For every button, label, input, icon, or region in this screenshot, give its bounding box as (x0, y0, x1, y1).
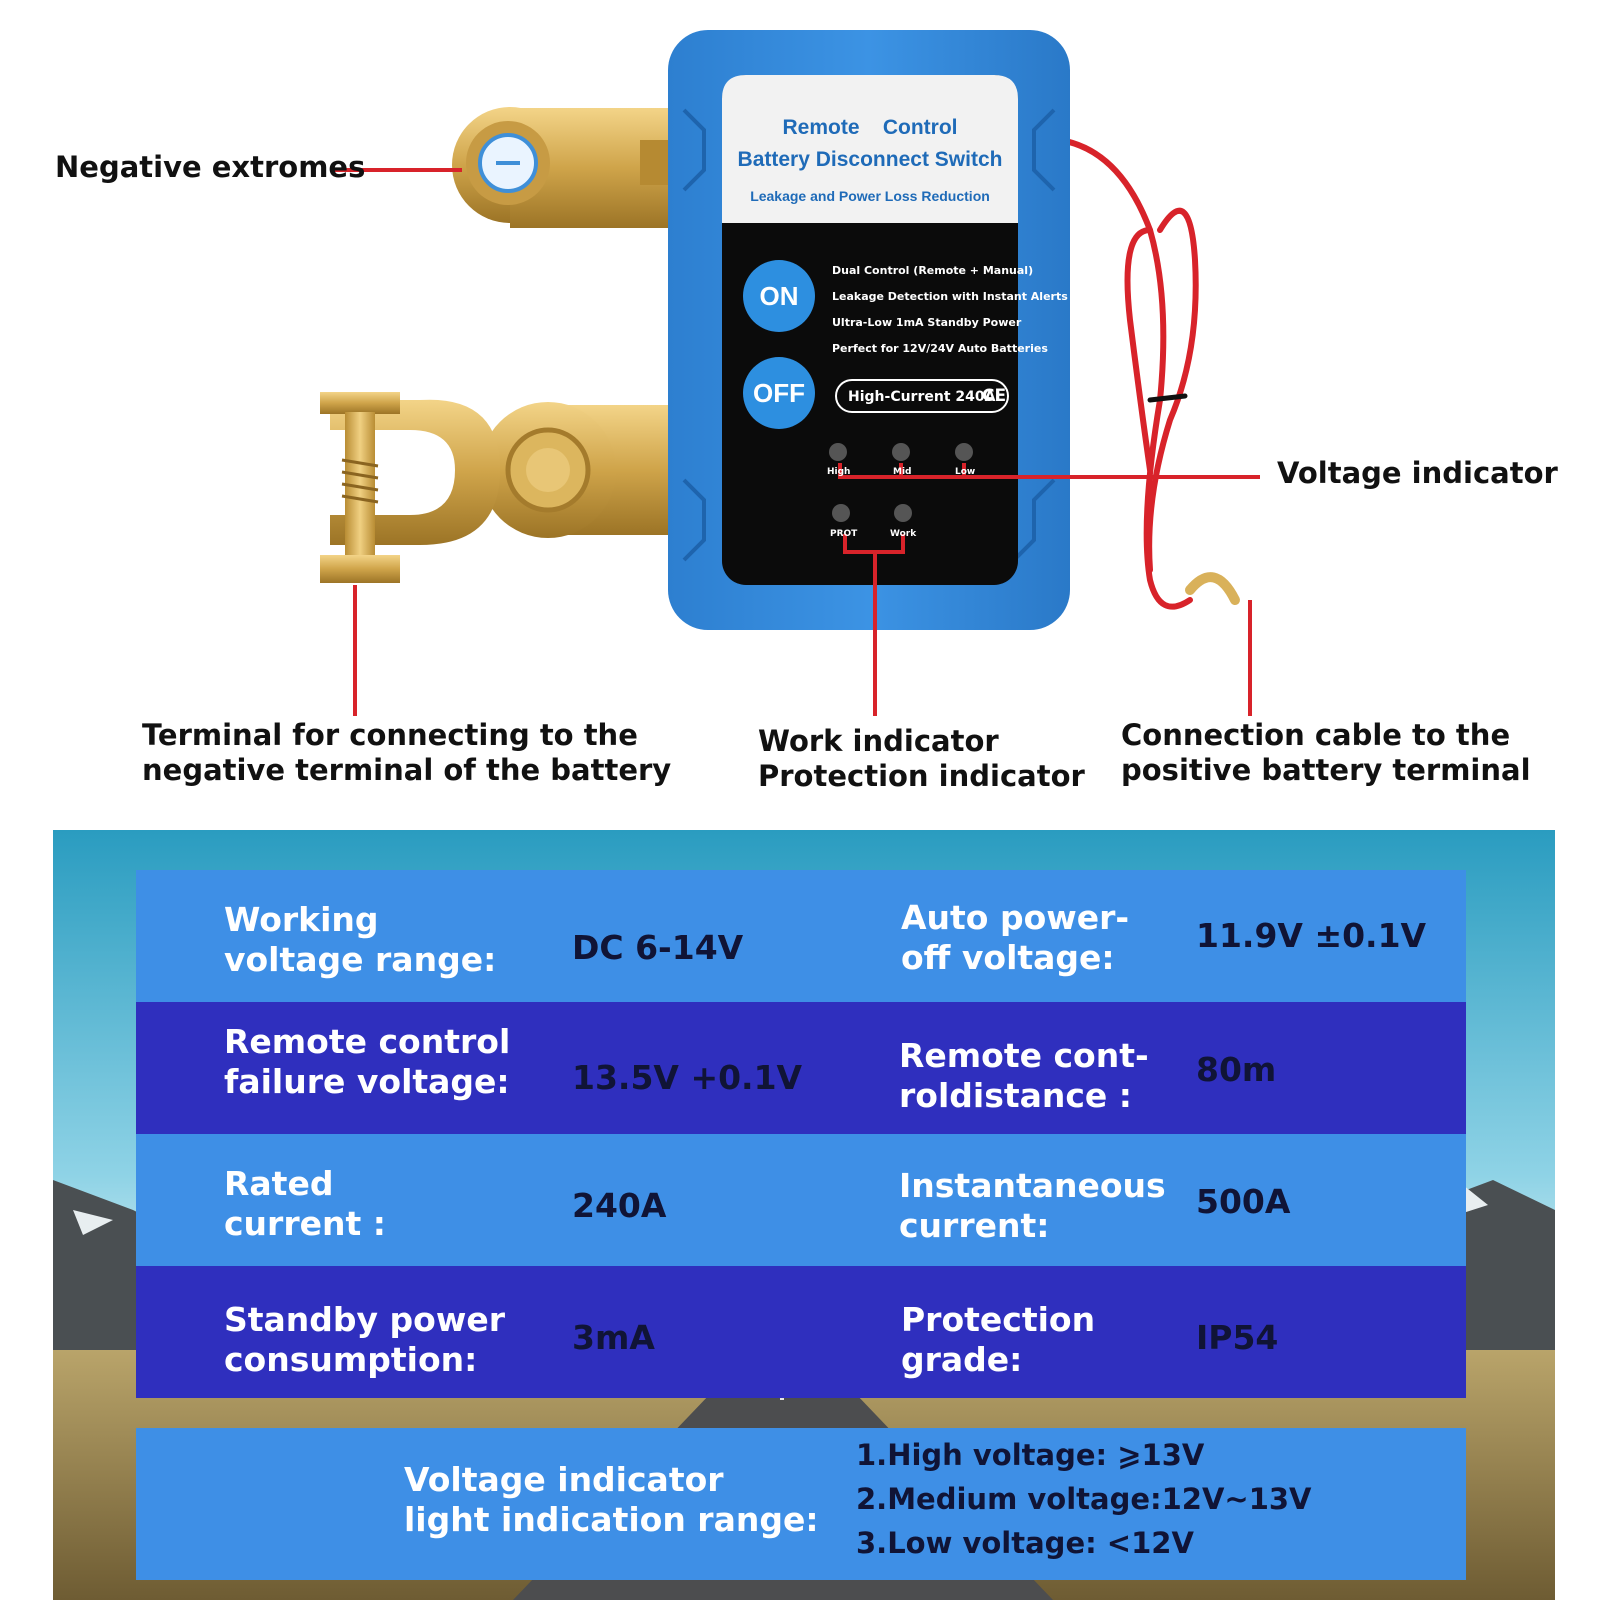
led-label-work: Work (890, 529, 917, 539)
feature-2: Leakage Detection with Instant Alerts (832, 290, 1068, 303)
callout-terminal-line1: Terminal for connecting to the (142, 718, 638, 752)
device-header-line1: Remote Control (782, 116, 958, 139)
callout-terminal-line2: negative terminal of the battery (142, 753, 672, 787)
ce-mark: CE (982, 386, 1007, 406)
off-button: OFF (753, 378, 805, 408)
product-diagram: Remote Control Battery Disconnect Switch… (55, 30, 1558, 793)
spec-value: 11.9V ±0.1V (1196, 916, 1427, 955)
device-header-line3: Leakage and Power Loss Reduction (750, 188, 990, 204)
spec-value: 500A (1196, 1182, 1291, 1221)
feature-3: Ultra-Low 1mA Standby Power (832, 316, 1022, 329)
spec-key: Remote cont-roldistance : (899, 1036, 1149, 1115)
switch-body (668, 30, 1070, 630)
positive-cable (1057, 137, 1240, 610)
voltage-item-high: 1.High voltage: ⩾13V (856, 1438, 1205, 1472)
feature-4: Perfect for 12V/24V Auto Batteries (832, 342, 1048, 355)
callout-cable-line1: Connection cable to the (1121, 718, 1511, 752)
led-label-prot: PROT (830, 529, 858, 539)
spec-value: 80m (1196, 1050, 1277, 1089)
callout-cable-line2: positive battery terminal (1121, 753, 1531, 787)
callout-leaders (333, 168, 1260, 716)
battery-clamp-terminal (320, 392, 680, 583)
spec-value: 240A (572, 1186, 667, 1225)
feature-1: Dual Control (Remote + Manual) (832, 264, 1034, 277)
voltage-item-low: 3.Low voltage: <12V (856, 1526, 1194, 1560)
voltage-item-medium: 2.Medium voltage:12V~13V (856, 1482, 1312, 1516)
led-label-low: Low (955, 467, 976, 477)
negative-post-terminal (452, 107, 680, 228)
spec-value: 13.5V +0.1V (572, 1058, 803, 1097)
spec-value: DC 6-14V (572, 928, 744, 967)
callout-negative-extremes: Negative extromes (55, 150, 366, 184)
device-header-line2: Battery Disconnect Switch (737, 148, 1003, 171)
on-button: ON (759, 281, 799, 311)
led-label-mid: Mid (893, 467, 912, 477)
battery-switch-illustration (320, 30, 1260, 716)
current-badge: High-Current 240A (848, 389, 996, 405)
callout-work-line1: Work indicator (758, 724, 999, 758)
spec-value: IP54 (1196, 1318, 1279, 1357)
led-label-high: High (827, 467, 851, 477)
callout-work-line2: Protection indicator (758, 759, 1085, 793)
callout-voltage-indicator: Voltage indicator (1277, 456, 1558, 490)
spec-key: Auto power-off voltage: (901, 898, 1130, 977)
spec-value: 3mA (572, 1318, 655, 1357)
